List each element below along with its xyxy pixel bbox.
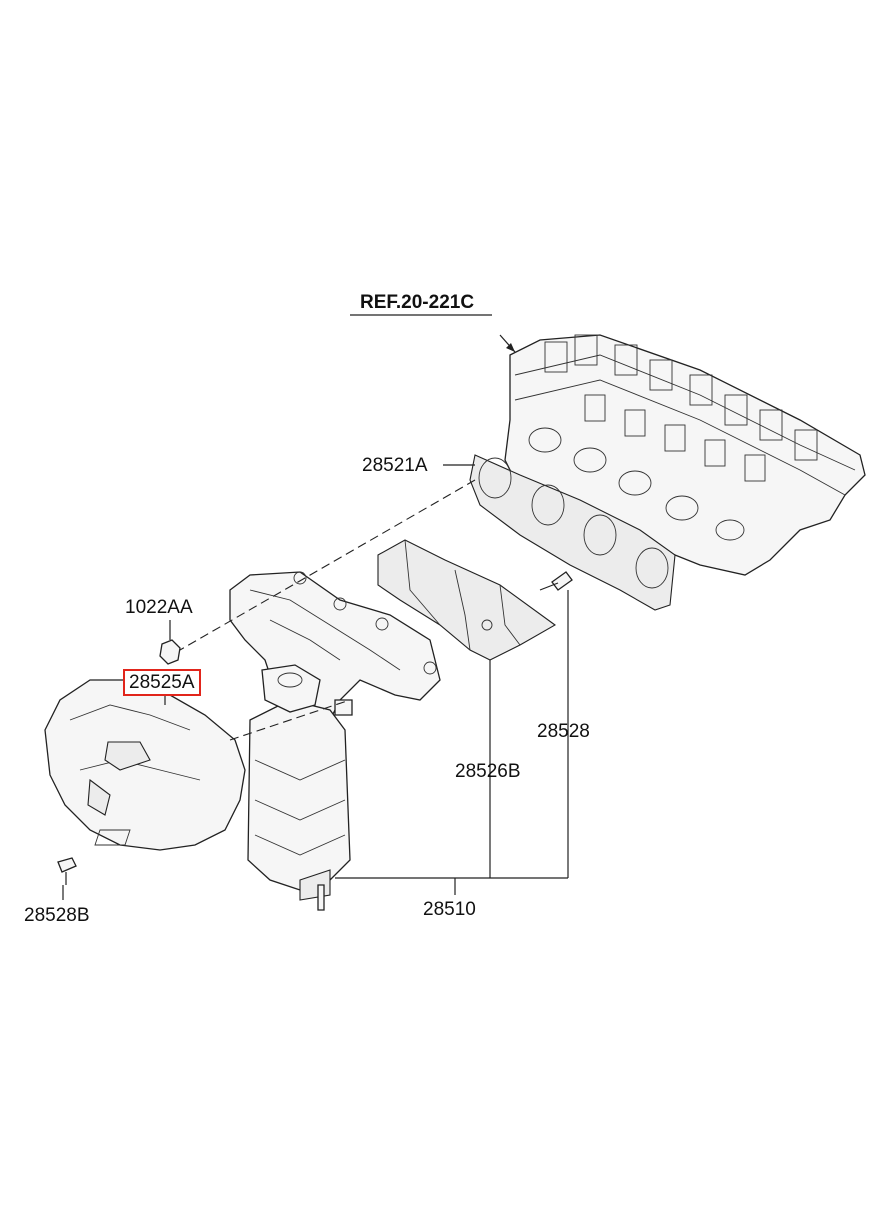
bolt-lower-label: 28528B	[24, 905, 90, 926]
heat-protector-label[interactable]: 28525A	[123, 669, 201, 696]
heat-protector-lower-label: 28526B	[455, 761, 521, 782]
bolt-label: 28528	[537, 721, 590, 742]
heat-protector-upper-illustration	[377, 539, 557, 661]
exhaust-manifold-illustration	[229, 571, 441, 911]
leader-lines	[62, 314, 569, 900]
manifold-assembly-label: 28510	[423, 899, 476, 920]
nut-label: 1022AA	[125, 597, 193, 618]
exhaust-gasket-illustration	[469, 454, 676, 611]
heat-protector-illustration	[44, 679, 246, 851]
gasket-label: 28521A	[362, 455, 428, 476]
ref-label: REF.20-221C	[360, 292, 475, 313]
bolt-illustration	[539, 571, 573, 591]
bolt-lower-illustration	[57, 857, 77, 885]
nut-illustration	[159, 639, 181, 665]
